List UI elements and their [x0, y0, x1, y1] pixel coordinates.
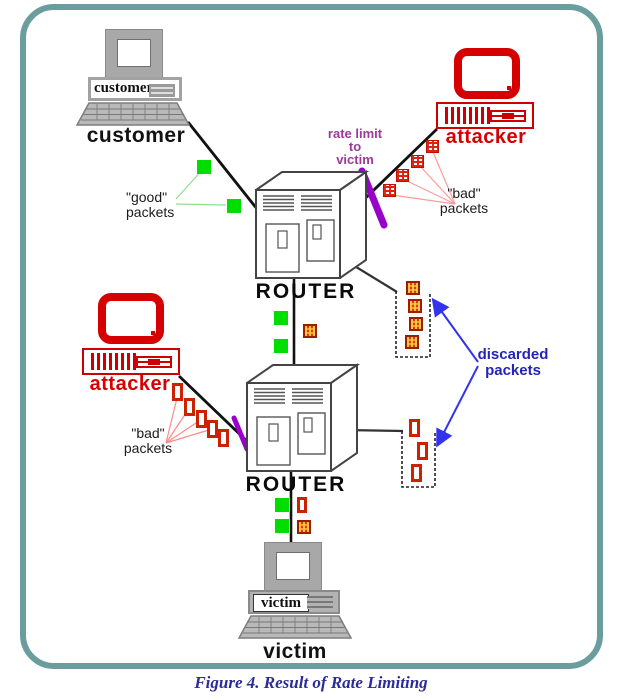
good-packets-line2: packets [126, 204, 175, 220]
good-packet [275, 498, 289, 512]
good-packet [227, 199, 241, 213]
figure-caption: Figure 4. Result of Rate Limiting [194, 673, 428, 692]
customer-unit-label: customer [94, 80, 154, 96]
rate-limit-annotation: rate limit to victim [318, 127, 392, 166]
discarded-packet [411, 464, 422, 482]
victim-label: victim [263, 640, 327, 663]
router-grille [254, 388, 285, 404]
bad-packet [297, 497, 307, 513]
rate-limit-line3: victim [336, 152, 374, 167]
router-top-label: ROUTER [255, 280, 357, 303]
attacker-top-system-unit [436, 102, 534, 129]
bad-packets-line2: packets [123, 440, 173, 456]
power-led-icon [507, 86, 511, 90]
discarded-line1: discarded [477, 346, 549, 363]
bad-packets-line1: "bad" [447, 185, 481, 201]
victim-drive-icon [307, 596, 333, 609]
customer-label: customer [86, 124, 186, 147]
discarded-packet [409, 317, 423, 331]
attacker-left-system-unit [82, 348, 180, 375]
router-grille [292, 388, 323, 404]
customer-system-unit: customer [88, 77, 182, 101]
discarded-packets-annotation: discarded packets [474, 347, 552, 379]
customer-drive-icon [149, 84, 175, 97]
bad-packets-line2: packets [439, 200, 489, 216]
victim-unit-label: victim [253, 594, 309, 612]
bad-packet [297, 520, 311, 534]
bad-packet [218, 429, 229, 447]
bad-packet [411, 155, 424, 168]
bad-packet [172, 383, 183, 401]
router-bottom-label: ROUTER [245, 473, 347, 496]
power-led-icon [151, 331, 155, 335]
discarded-packet [417, 442, 428, 460]
customer-monitor [105, 29, 163, 78]
attacker-drive-icon [136, 356, 172, 368]
customer-screen [117, 39, 151, 67]
victim-monitor [264, 542, 322, 591]
customer-keyboard [76, 102, 190, 126]
attacker-drive-icon [490, 110, 526, 122]
discarded-line2: packets [485, 362, 541, 379]
discarded-packet [408, 299, 422, 313]
discarded-packet [409, 419, 420, 437]
router-bottom-box [246, 363, 361, 472]
good-packet [274, 311, 288, 325]
router-grille [301, 195, 332, 211]
victim-screen [276, 552, 310, 580]
bad-packet [184, 398, 195, 416]
attacker-top-monitor [454, 48, 520, 99]
vent-icon [445, 107, 490, 124]
bad-packet [396, 169, 409, 182]
bad-packet [196, 410, 207, 428]
bad-packet [303, 324, 317, 338]
bad-packet [207, 420, 218, 438]
discarded-packet [405, 335, 419, 349]
rate-limit-line2: to [348, 139, 362, 154]
bad-packets-top-annotation: "bad" packets [436, 186, 492, 216]
good-packets-annotation: "good" packets [126, 190, 178, 220]
router-grille [263, 195, 294, 211]
good-packet [274, 339, 288, 353]
attacker-left-monitor [98, 293, 164, 344]
attacker-top-label: attacker [445, 126, 527, 148]
good-packet [197, 160, 211, 174]
router-top-box [255, 170, 370, 279]
vent-icon [91, 353, 136, 370]
bad-packet [383, 184, 396, 197]
good-packets-line1: "good" [126, 189, 168, 205]
victim-system-unit: victim [248, 590, 340, 614]
good-packet [275, 519, 289, 533]
bad-packet [426, 140, 439, 153]
bad-packets-line1: "bad" [131, 425, 165, 441]
figure-border [20, 4, 603, 669]
victim-keyboard [238, 615, 352, 639]
rate-limit-line1: rate limit [327, 126, 383, 141]
attacker-left-label: attacker [89, 373, 171, 395]
bad-packets-left-annotation: "bad" packets [120, 426, 176, 456]
discarded-packet [406, 281, 420, 295]
